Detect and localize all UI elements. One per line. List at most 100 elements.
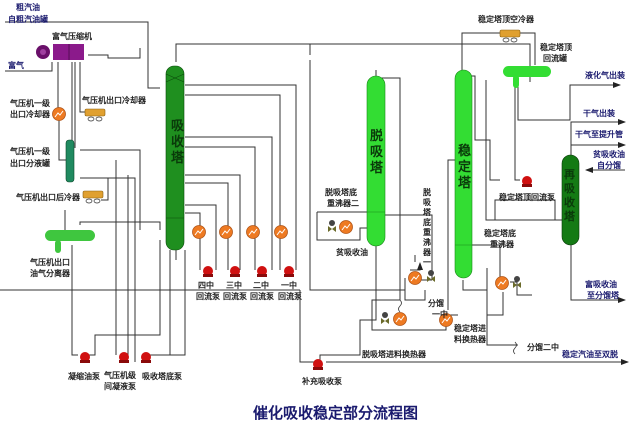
- label-pa4-2: 回流泵: [196, 291, 220, 301]
- label-stripper-2: 吸: [370, 145, 384, 160]
- stabilizer-aircooler-icon: [499, 29, 521, 43]
- pa2-pump-icon: [257, 266, 267, 277]
- svg-text:重: 重: [423, 227, 431, 237]
- absorber-tower: [165, 65, 185, 251]
- label-stab-feed-hx-1: 稳定塔进: [454, 323, 486, 333]
- label-stabilizer-3: 塔: [458, 175, 472, 191]
- pipe-absorber-overhead: [175, 43, 531, 82]
- svg-text:吸: 吸: [564, 182, 576, 195]
- label-stripper-1: 脱: [370, 128, 383, 144]
- frac-mid1-break-icon: [398, 299, 402, 313]
- stage1-cooler-icon: [52, 107, 66, 121]
- stripper-reboiler1: [408, 270, 435, 285]
- svg-text:底: 底: [422, 217, 431, 227]
- reflux-pump-icon: [522, 176, 532, 187]
- pa1-pump-icon: [284, 266, 294, 277]
- post-aircooler-icon: [82, 190, 104, 204]
- label-reabsorber-vertical: 再 吸 收 塔: [564, 168, 576, 223]
- stage1-separator: [65, 139, 75, 183]
- reboiler1-exchanger-icon: [408, 271, 422, 285]
- label-pa3-1: 三中: [226, 280, 242, 290]
- label-pa3-2: 回流泵: [223, 291, 247, 301]
- pipe-condensate-return: [85, 240, 161, 356]
- svg-text:脱: 脱: [423, 187, 431, 197]
- label-pa4-1: 四中: [198, 280, 214, 290]
- pipe-pa1: [185, 84, 297, 270]
- oil-gas-separator: [45, 230, 95, 253]
- label-interstage-pump-2: 间凝液泵: [104, 381, 136, 391]
- label-rich-to-frac-2: 至分馏塔: [587, 290, 620, 300]
- labels: 粗汽油 自粗汽油罐 富气 富气压缩机 气压机一级 出口冷却器 气压机出口冷却器 …: [8, 2, 625, 422]
- pa4-exchanger-icon: [192, 225, 206, 239]
- label-condensate-pump: 凝缩油泵: [68, 371, 100, 381]
- pa3-pump-icon: [230, 266, 240, 277]
- label-pa2-2: 回流泵: [250, 291, 274, 301]
- reabsorber-tower: [561, 154, 580, 246]
- pipe-supplement: [0, 289, 320, 363]
- label-pa1-1: 一中: [281, 280, 297, 290]
- pipe-frac-mid2: [462, 280, 518, 346]
- label-stabilizer-2: 定: [457, 159, 471, 175]
- pipe-stab-to-reabs: [485, 80, 562, 221]
- pipe-stab-overhead: [461, 32, 500, 70]
- pipelines: [0, 21, 629, 365]
- pipe-pa4: [185, 204, 217, 270]
- outlet-aircooler-icon: [84, 108, 106, 122]
- rich-gas-compressor: [36, 44, 84, 60]
- pipe-sep-bottom: [71, 245, 78, 356]
- pa1-exchanger-icon: [274, 225, 288, 239]
- pipe-stab-reboiler: [471, 244, 501, 280]
- label-rich-to-frac-1: 富吸收油: [585, 279, 617, 289]
- pa2-exchanger-icon: [246, 225, 260, 239]
- label-reboiler2-1: 脱吸塔底: [325, 187, 357, 197]
- pipe-rich-oil-out: [570, 240, 626, 303]
- feed-exchanger-icon: [393, 312, 407, 326]
- pipe-sep-feed: [64, 210, 161, 230]
- label-frac-mid1-1: 分馏: [428, 298, 444, 308]
- label-from-crude-tank: 自粗汽油罐: [8, 14, 48, 24]
- supplement-pump-icon: [313, 359, 323, 370]
- label-stab-feed-hx-2: 料换热器: [454, 334, 487, 344]
- pipe-crude-gasoline: [5, 21, 160, 89]
- interstage-pump-icon: [119, 352, 129, 363]
- svg-text:一: 一: [423, 258, 431, 267]
- pipe-interstage: [115, 160, 129, 355]
- label-reboiler2-2: 重沸器二: [327, 198, 359, 208]
- label-stripper-feed-hx: 脱吸塔进料换热器: [362, 349, 427, 359]
- pipe-cooler-to-sep: [58, 120, 66, 161]
- label-supplement-pump: 补充吸收泵: [301, 376, 342, 386]
- pipe-to-reflux-drum: [520, 32, 536, 65]
- label-stage1-cooler-2: 出口冷却器: [10, 109, 51, 119]
- svg-text:吸: 吸: [423, 198, 431, 207]
- pipe-reflux-return: [470, 75, 500, 181]
- label-outlet-cooler: 气压机出口冷却器: [81, 95, 147, 105]
- label-absorber-2: 收: [171, 134, 185, 150]
- label-absorber-bottom-pump: 吸收塔底泵: [142, 371, 182, 381]
- label-absorber-3: 塔: [171, 150, 185, 166]
- stabilizer-reflux-drum: [503, 66, 551, 88]
- pipe-compressor-out: [88, 48, 141, 59]
- feed-valve-icon: [381, 312, 389, 324]
- label-lean-from-frac-2: 自分馏: [597, 160, 621, 170]
- label-stage1-cooler-1: 气压机一级: [9, 98, 51, 108]
- label-lpg-out: 液化气出装: [585, 70, 625, 80]
- label-interstage-pump-1: 气压机级: [103, 370, 137, 380]
- pa3-exchanger-icon: [219, 225, 233, 239]
- pipe-lpg: [517, 82, 621, 121]
- reboiler2-valve-icon: [328, 220, 336, 232]
- stripper-feed-exchanger: [381, 312, 407, 326]
- label-reflux-drum-2: 回流罐: [543, 53, 567, 63]
- label-stable-gasoline: 稳定汽油至双脱: [562, 349, 618, 359]
- label-oil-gas-sep-1: 气压机出口: [29, 257, 70, 267]
- label-frac-mid1-2: 一中: [432, 309, 448, 319]
- label-reflux-drum-1: 稳定塔顶: [540, 42, 572, 52]
- diagram-title: 催化吸收稳定部分流程图: [253, 404, 418, 422]
- pa4-pump-icon: [203, 266, 213, 277]
- label-oil-gas-sep-2: 油气分离器: [30, 268, 71, 278]
- svg-text:沸: 沸: [423, 237, 431, 247]
- pipe-rich-gas: [5, 62, 53, 72]
- pipe-stab-inlet: [447, 159, 455, 310]
- label-pa2-1: 二中: [253, 280, 269, 290]
- label-reflux-pump: 稳定塔顶回流泵: [499, 192, 555, 202]
